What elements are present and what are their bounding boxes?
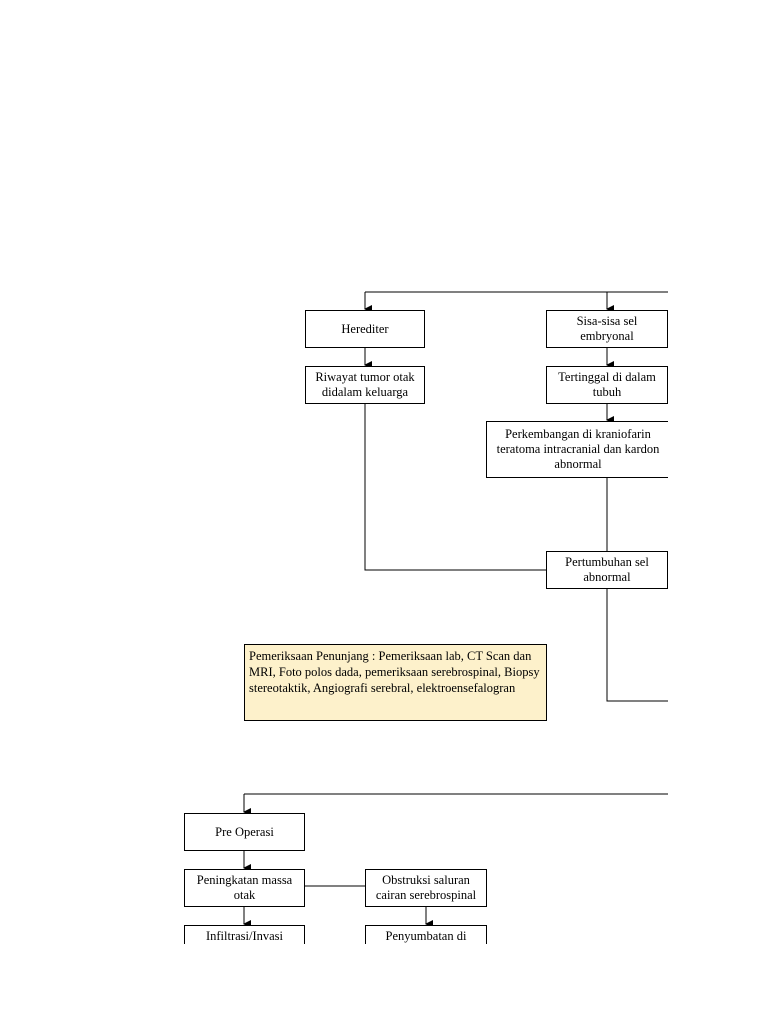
pemeriksaan-penunjang-note: Pemeriksaan Penunjang : Pemeriksaan lab,…: [244, 644, 547, 721]
box-penyumbatan-label: Penyumbatan di: [385, 929, 467, 943]
box-infiltrasi-label: Infiltrasi/Invasi: [205, 929, 284, 943]
box-pertumbuhan-label: Pertumbuhan sel abnormal: [565, 555, 649, 584]
riwayat-to-pertumbuhan-line: [364, 403, 546, 571]
box-pre-operasi: Pre Operasi: [184, 813, 305, 851]
flowchart-canvas: Herediter Sisa-sisa sel embryonal Riwaya…: [184, 291, 668, 944]
box-sisa-sel: Sisa-sisa sel embryonal: [546, 310, 668, 348]
connector-lines: [243, 291, 668, 928]
box-obstruksi-label: Obstruksi saluran cairan serebrospinal: [375, 873, 477, 902]
box-perkembangan: Perkembangan di kraniofarin teratoma int…: [486, 421, 668, 478]
box-infiltrasi: Infiltrasi/Invasi: [184, 925, 305, 944]
box-pertumbuhan: Pertumbuhan sel abnormal: [546, 551, 668, 589]
box-perkembangan-label: Perkembangan di kraniofarin teratoma int…: [496, 427, 660, 471]
pertumbuhan-exit-line: [606, 589, 668, 702]
box-riwayat: Riwayat tumor otak didalam keluarga: [305, 366, 425, 404]
box-peningkatan-label: Peningkatan massa otak: [196, 873, 293, 902]
box-herediter-label: Herediter: [341, 321, 389, 336]
box-sisa-sel-label: Sisa-sisa sel embryonal: [576, 314, 638, 343]
box-peningkatan: Peningkatan massa otak: [184, 869, 305, 907]
box-pre-operasi-label: Pre Operasi: [215, 824, 274, 839]
box-penyumbatan: Penyumbatan di: [365, 925, 487, 944]
box-herediter: Herediter: [305, 310, 425, 348]
pemeriksaan-penunjang-text: Pemeriksaan Penunjang : Pemeriksaan lab,…: [249, 649, 540, 695]
box-tertinggal: Tertinggal di dalam tubuh: [546, 366, 668, 404]
box-riwayat-label: Riwayat tumor otak didalam keluarga: [315, 370, 415, 399]
box-obstruksi: Obstruksi saluran cairan serebrospinal: [365, 869, 487, 907]
box-tertinggal-label: Tertinggal di dalam tubuh: [558, 370, 656, 399]
